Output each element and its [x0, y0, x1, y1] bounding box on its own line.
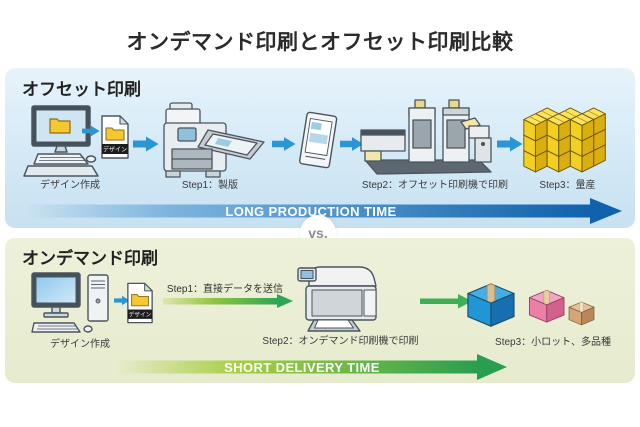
step2-caption: Step2：オンデマンド印刷機で印刷 — [262, 336, 419, 347]
ondemand-heading: オンデマンド印刷 — [22, 249, 158, 268]
design-file-label: デザイン — [129, 311, 152, 319]
vs-label: vs. — [308, 225, 328, 241]
step2-caption: Step2：オフセット印刷機で印刷 — [361, 180, 509, 191]
desktop-computer-icon — [22, 104, 102, 178]
design-file-label: デザイン — [103, 146, 127, 154]
short-delivery-time-label: SHORT DELIVERY TIME — [224, 359, 380, 375]
offset-section: オフセット印刷 — [5, 68, 635, 228]
offset-press-icon — [357, 98, 495, 180]
step1-caption: Step1：直接データを送信 — [166, 284, 284, 295]
send-data-arrow-icon — [163, 293, 293, 309]
page-title: オンデマンド印刷とオフセット印刷比較 — [126, 31, 514, 54]
design-file-icon: デザイン — [100, 115, 130, 159]
offset-heading: オフセット印刷 — [22, 80, 141, 99]
long-production-time-arrow: LONG PRODUCTION TIME — [28, 198, 622, 224]
design-caption: デザイン作成 — [50, 339, 110, 350]
flow-arrow-icon — [82, 125, 100, 137]
step3-caption: Step3：小ロット、多品種 — [495, 337, 611, 348]
step3-caption: Step3：量産 — [539, 180, 596, 191]
stacked-yellow-boxes-icon — [518, 102, 615, 174]
design-caption: デザイン作成 — [40, 180, 100, 191]
flow-arrow-icon — [272, 136, 296, 152]
desktop-computer-icon — [30, 271, 120, 337]
platemaker-machine-icon — [158, 101, 270, 179]
ondemand-section: オンデマンド印刷 — [5, 238, 635, 383]
flow-arrow-icon — [114, 295, 130, 306]
step1-caption: Step1：製版 — [181, 180, 239, 191]
flow-arrow-icon — [420, 293, 472, 309]
flow-arrow-icon — [133, 136, 159, 152]
short-delivery-time-arrow: SHORT DELIVERY TIME — [112, 354, 507, 380]
design-file-icon: デザイン — [126, 282, 154, 324]
printing-plate-icon — [297, 110, 339, 172]
assorted-product-boxes-icon — [466, 280, 598, 336]
long-production-time-label: LONG PRODUCTION TIME — [225, 203, 397, 219]
digital-printer-icon — [293, 260, 385, 334]
flow-arrow-icon — [497, 136, 523, 152]
flow-arrow-icon — [340, 136, 364, 152]
